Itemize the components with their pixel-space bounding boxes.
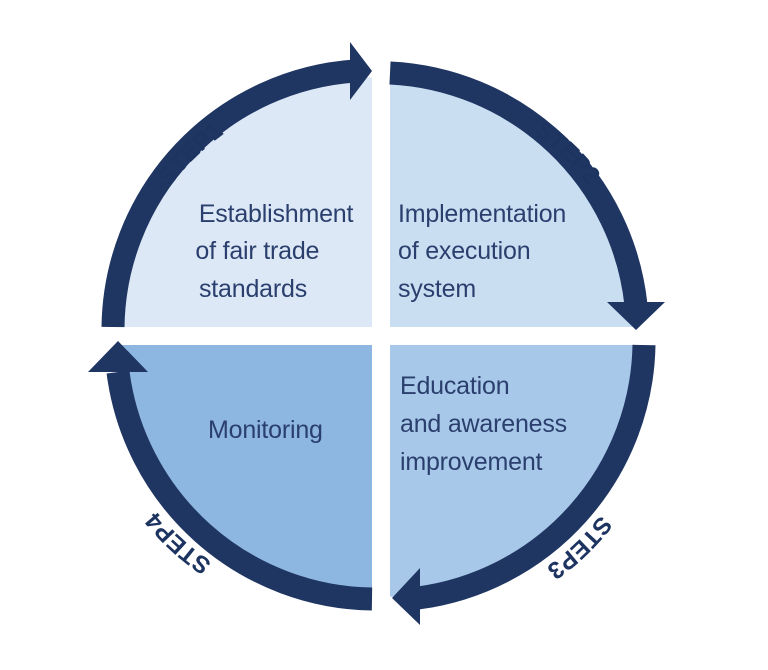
- arrowhead-step3: [392, 568, 420, 625]
- arrowhead-step4: [88, 341, 148, 372]
- step2-description: Implementation of execution system: [398, 200, 573, 303]
- step1-description: Establishment of fair trade standards: [195, 200, 360, 303]
- arrow-arc-step2: [389, 61, 648, 307]
- step3-description: Education and awareness improvement: [400, 372, 574, 476]
- arrowhead-step2: [607, 302, 665, 330]
- arrow-arc-step3: [416, 344, 656, 610]
- step4-description: Monitoring: [208, 416, 323, 444]
- arrowhead-step1: [350, 42, 372, 100]
- arrow-arc-step1: [101, 59, 356, 328]
- arrow-arc-step4: [106, 370, 373, 611]
